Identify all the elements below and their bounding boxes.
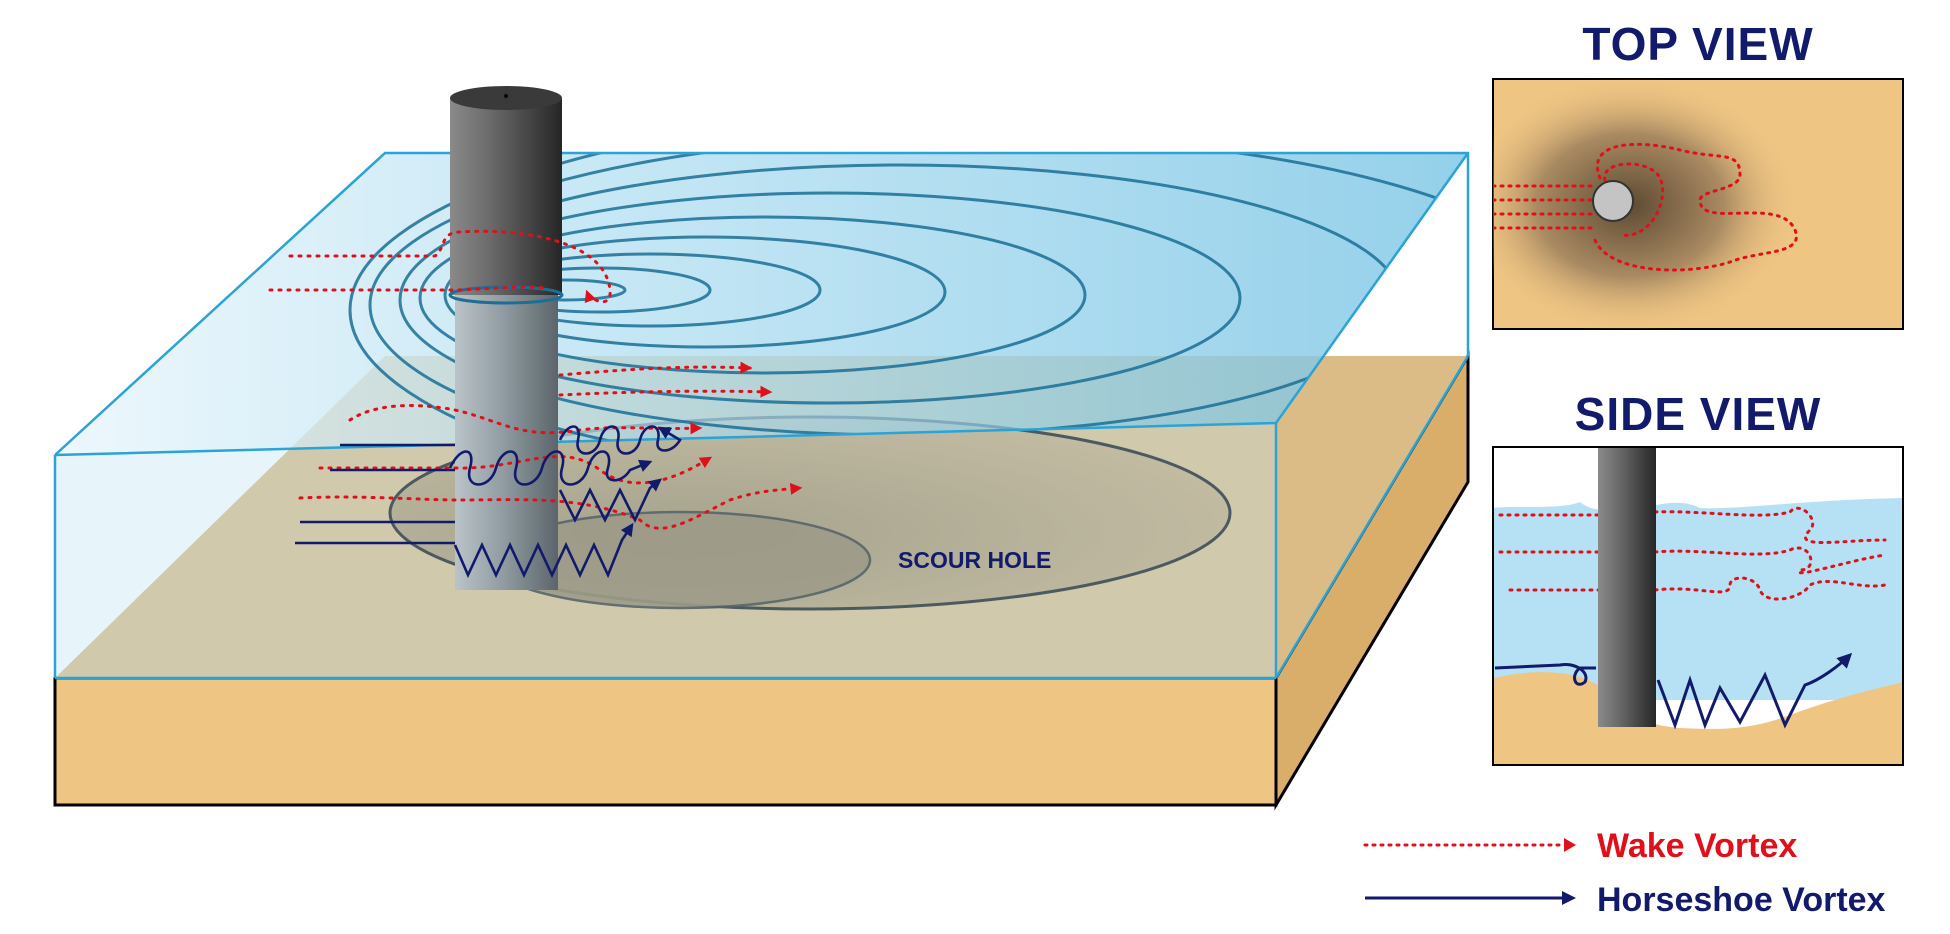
side-view-panel: SIDE VIEW (1492, 388, 1904, 766)
scour-hole-label: SCOUR HOLE (898, 547, 1051, 573)
pier-above-water (450, 98, 562, 295)
top-view-title: TOP VIEW (1582, 18, 1813, 70)
horseshoe-vortex-legend-label: Horseshoe Vortex (1597, 881, 1886, 919)
side-view-title: SIDE VIEW (1575, 388, 1822, 440)
sand-block-front (53, 676, 1278, 807)
legend: Wake Vortex Horseshoe Vortex (1363, 827, 1886, 919)
side-view-pier (1598, 447, 1656, 727)
water-surface (55, 153, 1468, 455)
top-view-pier (1592, 180, 1634, 222)
top-view-panel: TOP VIEW (1492, 18, 1904, 330)
horseshoe-vortex-paths (295, 425, 682, 579)
pier-submerged (455, 290, 558, 590)
main-diagram: SCOUR HOLE (53, 86, 1470, 811)
wake-vortex-paths (268, 229, 803, 530)
wake-vortex-legend-label: Wake Vortex (1597, 827, 1797, 865)
water-front-face (55, 423, 1276, 678)
